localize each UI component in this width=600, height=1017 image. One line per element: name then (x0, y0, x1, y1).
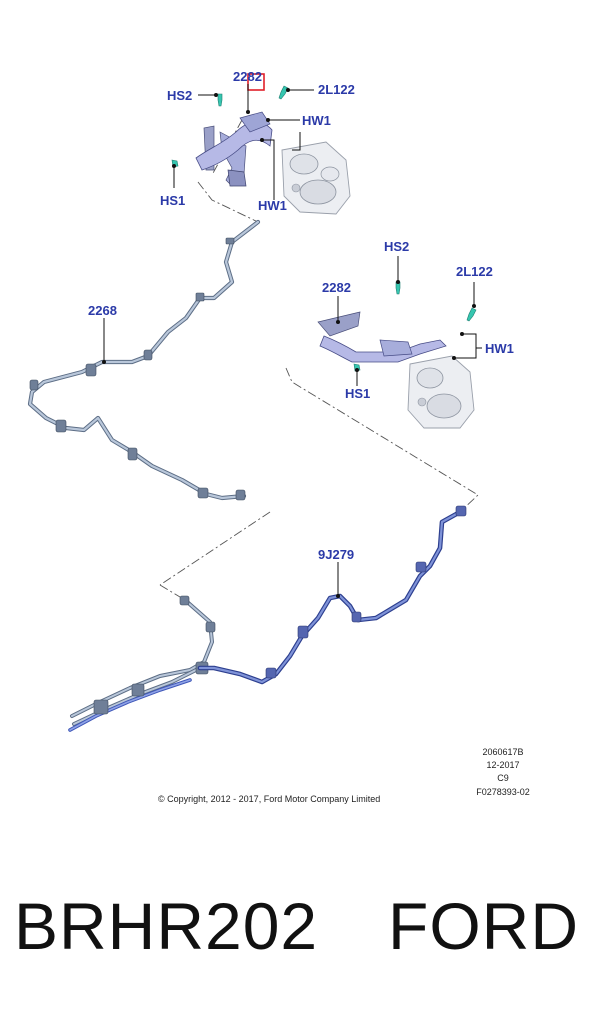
drawing-number: 2060617B (482, 747, 523, 757)
label-2l122-top: 2L122 (318, 82, 355, 97)
brake-hose-diagram: HS2 2282 2L122 HW1 HS1 HW1 HS2 2L122 228… (27, 69, 530, 804)
label-2282-right: 2282 (322, 280, 351, 295)
label-2l122-right: 2L122 (456, 264, 493, 279)
hose-assembly-right (317, 311, 475, 429)
brake-caliper-right (407, 355, 475, 429)
figure-id: F0278393-02 (476, 787, 530, 797)
label-hs2-right: HS2 (384, 239, 409, 254)
label-2268: 2268 (88, 303, 117, 318)
label-hw1-right: HW1 (485, 341, 514, 356)
brake-caliper-top (281, 141, 351, 215)
brand-name: FORD (388, 889, 579, 963)
label-hs1-top: HS1 (160, 193, 185, 208)
drawing-code: C9 (497, 773, 509, 783)
label-hs2-top: HS2 (167, 88, 192, 103)
label-hw1-top-a: HW1 (302, 113, 331, 128)
label-2282-top: 2282 (233, 69, 262, 84)
leader-lines (103, 84, 482, 596)
label-hs1-right: HS1 (345, 386, 370, 401)
drawing-date: 12-2017 (486, 760, 519, 770)
copyright-notice: © Copyright, 2012 - 2017, Ford Motor Com… (158, 794, 380, 804)
brake-line-2268 (27, 219, 261, 501)
label-hw1-top-b: HW1 (258, 198, 287, 213)
highlight-box (247, 73, 265, 91)
hose-assembly-top (195, 73, 351, 215)
part-number: BRHR202 (14, 889, 319, 963)
brake-line-lower-left (68, 595, 216, 732)
label-9j279: 9J279 (318, 547, 354, 562)
